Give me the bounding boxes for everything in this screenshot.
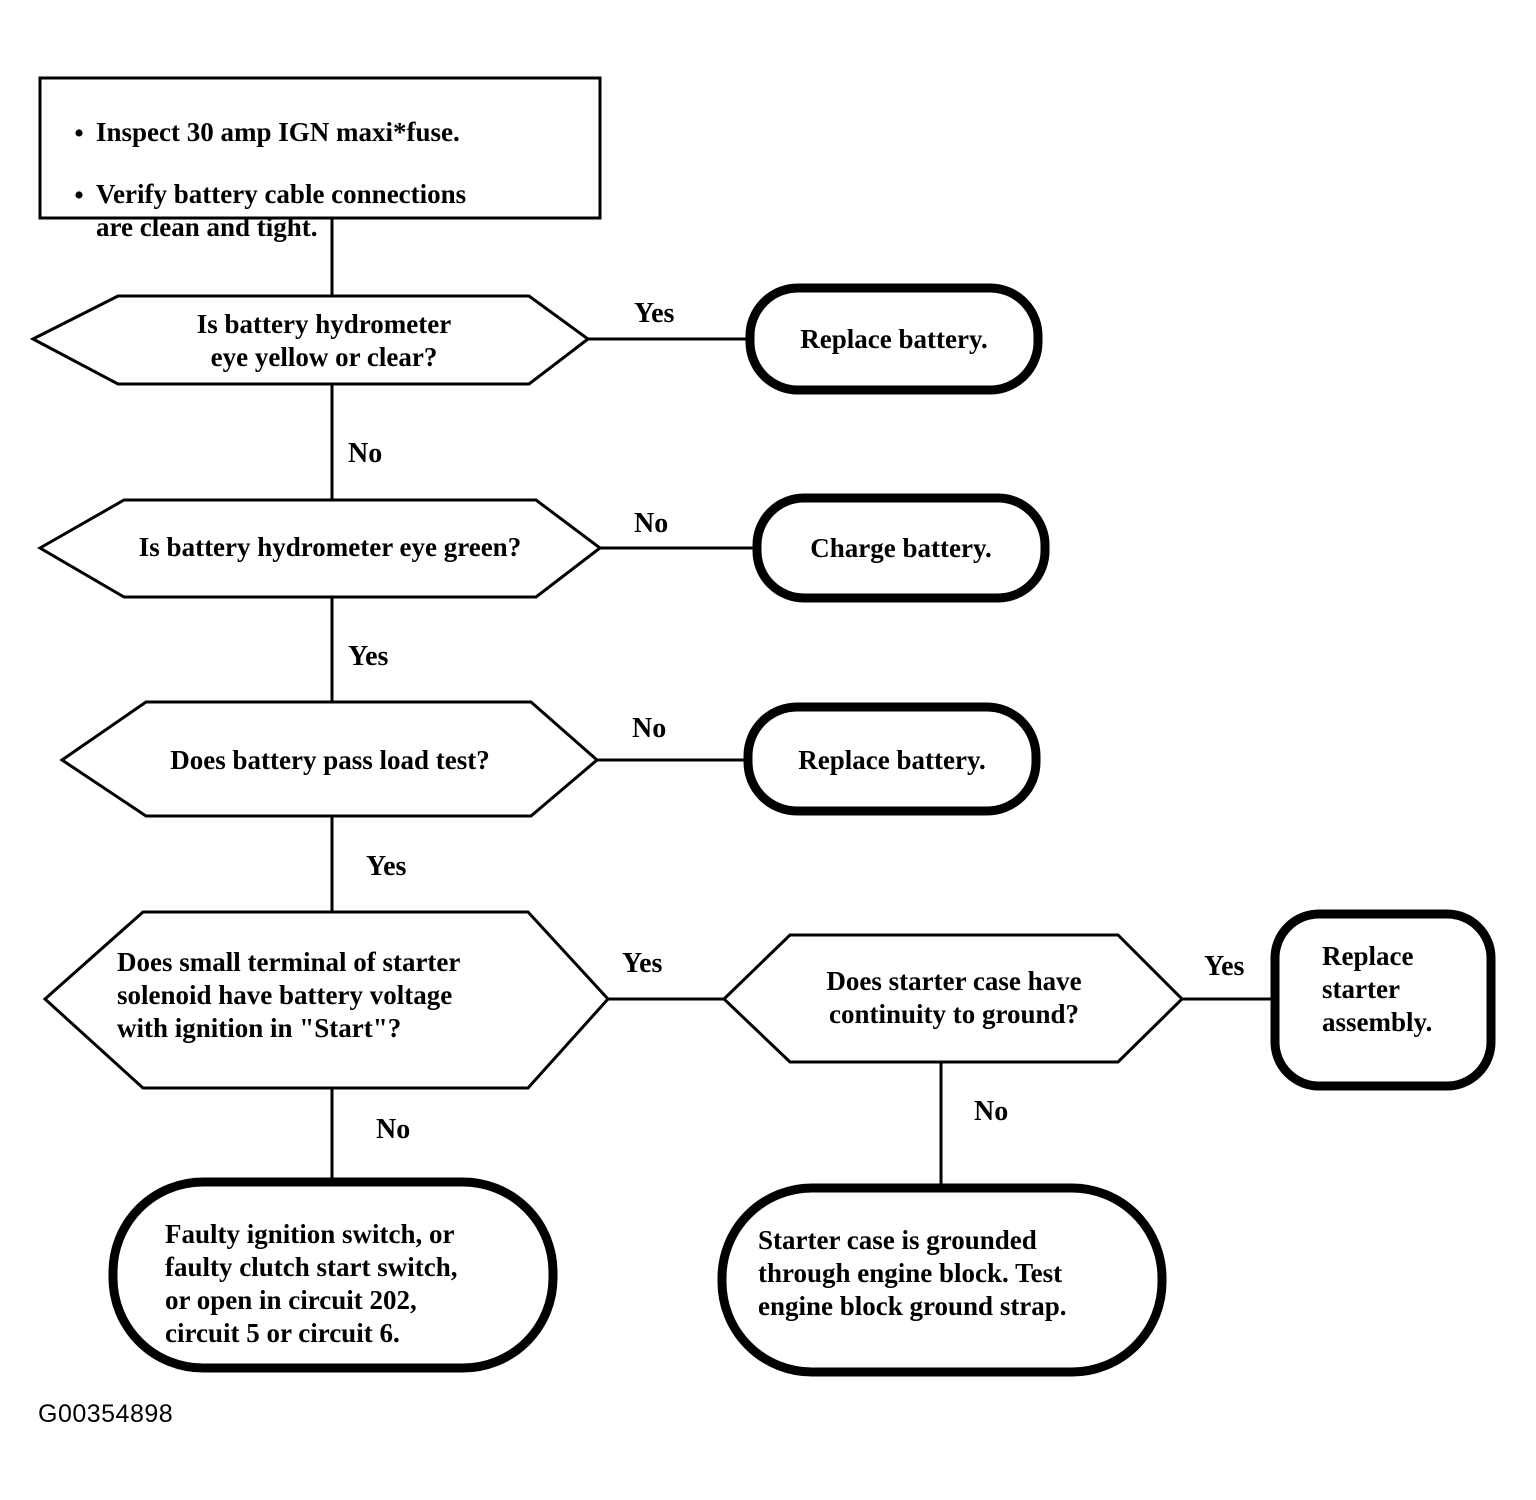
node-decision-hydrometer-green (37, 498, 603, 599)
preliminary-checks-text: • Inspect 30 amp IGN maxi*fuse. • Verify… (62, 96, 592, 269)
node-decision-solenoid-voltage (42, 910, 611, 1090)
node-decision-load-test (59, 700, 600, 818)
node-terminal-charge-battery (752, 493, 1050, 603)
terminal-replace-battery-2-label: Replace battery. (798, 745, 986, 775)
figure-id-label: G00354898 (38, 1400, 174, 1428)
bullet-dot-icon: • (73, 178, 85, 212)
edge-label-load-test-no: No (632, 713, 667, 744)
terminal-replace-battery-1-label: Replace battery. (800, 324, 988, 354)
bullet-text: Inspect 30 amp IGN maxi*fuse. (96, 116, 460, 147)
edge-label-solenoid-no: No (376, 1114, 411, 1145)
edge-label-hydrometer-yellow-yes: Yes (634, 298, 675, 329)
terminal-faulty-switch-label: Faulty ignition switch, or faulty clutch… (165, 1219, 458, 1348)
edge-label-continuity-yes: Yes (1204, 951, 1245, 982)
terminal-case-grounded-label: Starter case is grounded through engine … (758, 1225, 1067, 1321)
decision-load-test-label: Does battery pass load test? (170, 745, 490, 775)
edge-label-continuity-no: No (974, 1096, 1009, 1127)
terminal-replace-starter-label: Replace starter assembly. (1322, 941, 1433, 1037)
terminal-charge-battery-label: Charge battery. (810, 533, 992, 563)
edge-label-hydrometer-green-no: No (634, 508, 669, 539)
node-decision-hydrometer-yellow (29, 294, 591, 386)
node-terminal-case-grounded (717, 1183, 1167, 1377)
bullet-dot-icon: • (73, 116, 85, 150)
node-terminal-replace-battery-2 (743, 702, 1041, 816)
edge-label-hydrometer-yellow-no: No (348, 438, 383, 469)
decision-case-continuity-label: Does starter case have continuity to gro… (826, 966, 1082, 1029)
bullet-text: Verify battery cable connections are cle… (96, 178, 467, 242)
node-preliminary-checks (38, 76, 602, 220)
decision-hydrometer-yellow-label: Is battery hydrometer eye yellow or clea… (196, 309, 452, 372)
edge-label-load-test-yes: Yes (366, 851, 407, 882)
decision-hydrometer-green-label: Is battery hydrometer eye green? (138, 532, 522, 562)
edge-label-hydrometer-green-yes: Yes (348, 641, 389, 672)
node-terminal-replace-battery-1 (745, 283, 1043, 395)
node-terminal-replace-starter (1270, 909, 1496, 1091)
node-terminal-faulty-switch (108, 1177, 558, 1373)
node-decision-case-continuity (721, 933, 1185, 1064)
decision-solenoid-voltage-label: Does small terminal of starter solenoid … (117, 947, 461, 1043)
bullet-item: • Verify battery cable connections are c… (62, 178, 592, 244)
bullet-item: • Inspect 30 amp IGN maxi*fuse. (62, 116, 592, 153)
edge-label-solenoid-yes: Yes (622, 948, 663, 979)
